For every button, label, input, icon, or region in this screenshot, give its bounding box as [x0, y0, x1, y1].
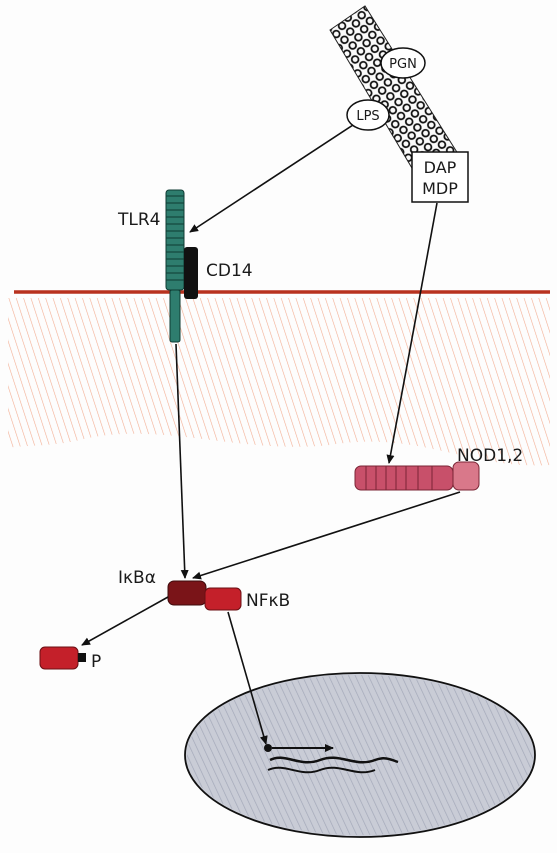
- dna-binding-site: [264, 744, 272, 752]
- arrow-tlr4-to-ikba: [175, 343, 189, 579]
- phosphate-marker: [78, 653, 86, 662]
- dap-label: DAP: [424, 158, 457, 177]
- dna-strand-lower: [267, 766, 376, 774]
- cytoplasm-region: [8, 298, 550, 466]
- cd14-label: CD14: [206, 261, 253, 281]
- arrow-lps-to-tlr4: [189, 124, 354, 233]
- arrow-nod-to-ikba: [192, 491, 461, 580]
- ikba-label: IκBα: [118, 568, 156, 588]
- dap-mdp-box: DAP MDP: [411, 151, 469, 203]
- nod-receptor: [354, 461, 480, 491]
- nucleus-shading: [187, 675, 533, 835]
- cd14-coreceptor: [184, 247, 198, 299]
- tlr4-receptor: [165, 189, 185, 343]
- phosphorylated-ikba: [39, 646, 79, 670]
- tlr4-label: TLR4: [117, 210, 160, 230]
- ikba-protein: [167, 580, 207, 606]
- lps-node: LPS: [346, 99, 390, 131]
- pgn-label: PGN: [389, 57, 417, 72]
- nfkb-protein: [204, 587, 242, 611]
- lps-label: LPS: [356, 109, 379, 124]
- arrow-ikba-to-p: [81, 596, 169, 646]
- nod-label: NOD1,2: [457, 446, 523, 466]
- nfkb-label: NFκB: [246, 591, 290, 611]
- arrow-nfkb-to-nucleus: [227, 611, 268, 745]
- mdp-label: MDP: [422, 179, 458, 198]
- pgn-node: PGN: [380, 47, 426, 79]
- arrow-dap-to-nod: [386, 202, 438, 464]
- p-label: P: [91, 652, 101, 672]
- dna-strand: [269, 756, 399, 764]
